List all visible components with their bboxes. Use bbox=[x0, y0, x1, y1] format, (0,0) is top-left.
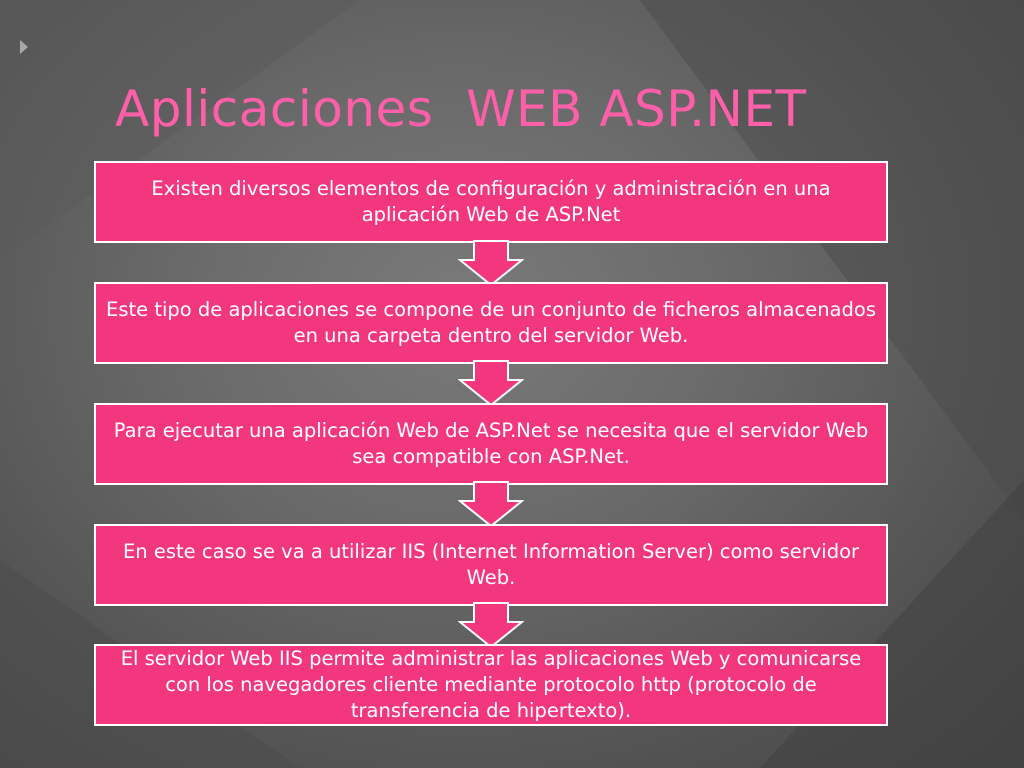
slide-title: Aplicaciones WEB ASP.NET bbox=[115, 80, 807, 138]
down-arrow-icon bbox=[458, 240, 524, 286]
flow-step-4: En este caso se va a utilizar IIS (Inter… bbox=[94, 524, 888, 606]
flow-step-5: El servidor Web IIS permite administrar … bbox=[94, 644, 888, 726]
flow-step-2-text: Este tipo de aplicaciones se compone de … bbox=[106, 298, 876, 347]
down-arrow-icon bbox=[458, 481, 524, 527]
flow-step-5-text: El servidor Web IIS permite administrar … bbox=[120, 647, 862, 722]
flow-step-4-text: En este caso se va a utilizar IIS (Inter… bbox=[122, 540, 860, 589]
flow-step-2: Este tipo de aplicaciones se compone de … bbox=[94, 282, 888, 364]
flow-step-1-text: Existen diversos elementos de configurac… bbox=[151, 177, 831, 226]
down-arrow-icon bbox=[458, 602, 524, 648]
down-arrow-icon bbox=[458, 360, 524, 406]
flow-step-1: Existen diversos elementos de configurac… bbox=[94, 161, 888, 243]
flow-step-3: Para ejecutar una aplicación Web de ASP.… bbox=[94, 403, 888, 485]
flow-step-3-text: Para ejecutar una aplicación Web de ASP.… bbox=[113, 419, 869, 468]
